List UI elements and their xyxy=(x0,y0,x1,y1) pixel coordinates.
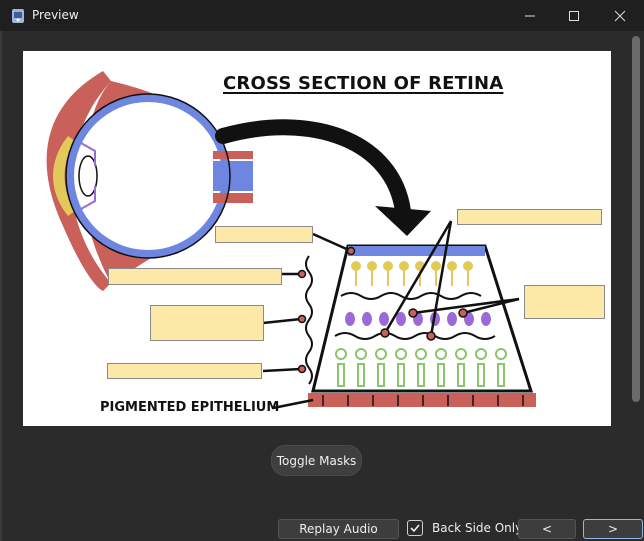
retina-cross-section xyxy=(262,220,536,410)
mask-top-left[interactable] xyxy=(215,226,313,243)
checkmark-icon xyxy=(410,524,420,533)
maximize-button[interactable] xyxy=(551,0,597,31)
maximize-icon xyxy=(569,10,579,21)
mask-right[interactable] xyxy=(524,285,605,319)
toggle-masks-button[interactable]: Toggle Masks xyxy=(271,445,362,476)
mask-left-1[interactable] xyxy=(108,268,282,285)
arrow-head xyxy=(375,206,431,236)
close-icon xyxy=(614,10,626,21)
title-bar: Preview xyxy=(0,0,644,31)
diagram-title: CROSS SECTION OF RETINA xyxy=(223,73,504,94)
mask-left-3[interactable] xyxy=(107,363,262,379)
scrollbar-thumb[interactable] xyxy=(632,36,640,402)
previous-button[interactable]: < xyxy=(518,519,576,539)
replay-audio-button[interactable]: Replay Audio xyxy=(278,519,399,539)
back-side-only-label: Back Side Only xyxy=(432,521,523,535)
retina-diagram xyxy=(46,71,536,410)
eye-illustration xyxy=(46,71,253,291)
mask-left-2[interactable] xyxy=(150,305,264,341)
curved-arrow xyxy=(215,119,411,219)
minimize-icon xyxy=(525,15,535,16)
flashcard-image: CROSS SECTION OF RETINA PIGMENTED EPITHE… xyxy=(23,51,611,426)
window-left-edge xyxy=(0,31,2,541)
window-title: Preview xyxy=(32,8,79,22)
app-icon xyxy=(12,9,24,23)
mask-top-right[interactable] xyxy=(457,209,602,225)
close-button[interactable] xyxy=(597,0,643,31)
pigmented-epithelium-label: PIGMENTED EPITHELIUM xyxy=(100,400,280,415)
next-button[interactable]: > xyxy=(583,519,643,539)
back-side-only-checkbox[interactable] xyxy=(407,520,423,536)
minimize-button[interactable] xyxy=(507,0,553,31)
